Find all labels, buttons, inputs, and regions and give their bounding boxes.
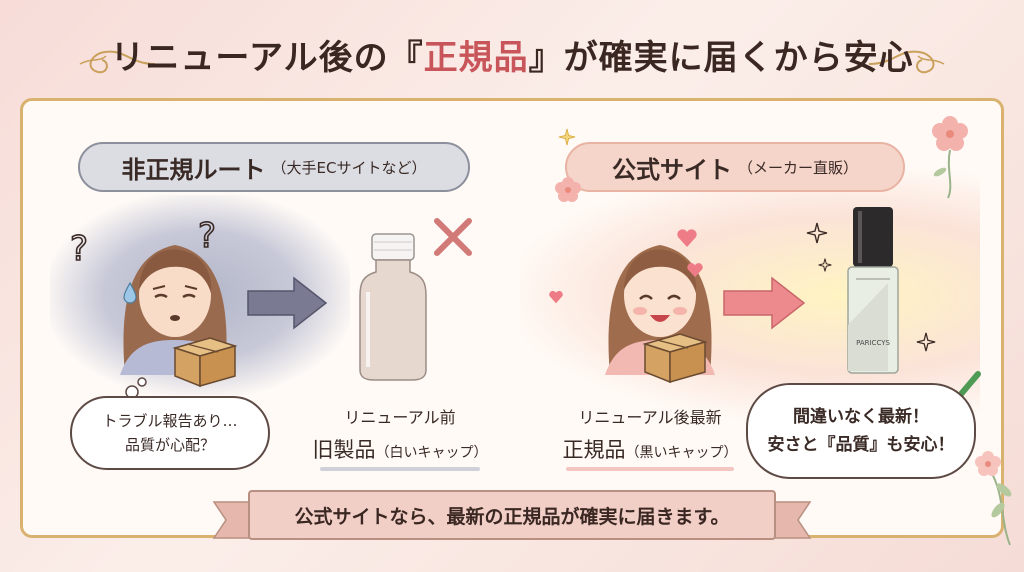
official-site-note: （メーカー直販） — [737, 158, 858, 177]
old-product-underline — [320, 467, 480, 471]
product-brand-label: PARICCYS — [856, 339, 890, 347]
arrow-right-icon — [723, 276, 806, 330]
question-mark-icon: ? — [69, 228, 89, 268]
conclusion-banner-text: 公式サイトなら、最新の正規品が確実に届きます。 — [294, 505, 730, 528]
old-product-caption-line1: リニューアル前 — [344, 408, 456, 427]
right-flourish-icon — [868, 50, 945, 74]
thought-line-2: 品質が心配？ — [124, 436, 215, 454]
reassurance-speech-bubble: 間違いなく最新！ 安さと『品質』も安心！ — [746, 383, 976, 479]
title-after: 』が確実に届くから安心 — [528, 38, 914, 78]
sparkle-icon — [558, 128, 576, 146]
conclusion-banner: 公式サイトなら、最新の正規品が確実に届きます。 — [248, 490, 776, 540]
left-flourish-icon — [79, 50, 156, 74]
thought-bubble-dots — [125, 377, 147, 399]
sparkle-icon — [818, 258, 832, 272]
cardboard-box-icon — [172, 337, 238, 388]
old-product-caption: リニューアル前 旧製品（白いキャップ） — [300, 404, 500, 471]
official-site-heading: 公式サイト （メーカー直販） — [565, 142, 905, 192]
speech-line-1: 間違いなく最新！ — [793, 407, 929, 427]
title-before: リニューアル後の『 — [110, 38, 424, 78]
new-product-caption: リニューアル後最新 正規品（黒いキャップ） — [545, 404, 755, 471]
new-product-caption-line1: リニューアル後最新 — [578, 408, 722, 427]
sparkle-icon — [806, 222, 828, 244]
banner-right-tail — [772, 501, 812, 539]
old-product-caption-note: （白いキャップ） — [375, 445, 488, 461]
heart-icon — [549, 290, 563, 304]
page-title: リニューアル後の『正規品』が確実に届くから安心 — [0, 30, 1024, 79]
sweat-drop-icon — [123, 282, 137, 304]
unofficial-route-label: 非正規ルート — [121, 155, 266, 184]
banner-left-tail — [212, 501, 252, 539]
flower-icon — [932, 116, 968, 199]
flower-icon — [555, 177, 581, 202]
thought-line-1: トラブル報告あり… — [102, 412, 238, 430]
new-product-caption-note: （黒いキャップ） — [625, 445, 738, 461]
title-accent: 正規品 — [423, 38, 529, 78]
new-product-caption-main: 正規品 — [562, 438, 626, 462]
heart-icon — [677, 229, 697, 247]
unofficial-route-note: （大手ECサイトなど） — [271, 158, 427, 177]
old-product-caption-main: 旧製品 — [312, 438, 376, 462]
old-product-caption-main-row: 旧製品（白いキャップ） — [300, 434, 500, 464]
question-mark-icon: ? — [197, 215, 217, 255]
svg-text:?: ? — [70, 229, 88, 268]
speech-line-2: 安さと『品質』も安心！ — [767, 435, 955, 455]
new-product-underline — [566, 467, 734, 471]
new-product-bottle: PARICCYS — [847, 207, 899, 374]
cross-icon — [434, 218, 472, 256]
official-site-label: 公式サイト — [611, 155, 732, 184]
svg-text:?: ? — [198, 216, 216, 255]
new-product-caption-main-row: 正規品（黒いキャップ） — [545, 434, 755, 464]
cardboard-box-icon — [642, 333, 708, 384]
heart-icon — [687, 263, 703, 278]
worry-thought-bubble: トラブル報告あり… 品質が心配？ — [70, 396, 270, 470]
old-product-bottle — [359, 233, 427, 381]
arrow-right-icon — [247, 276, 328, 330]
flower-icon — [975, 451, 1012, 546]
sparkle-icon — [916, 332, 936, 352]
unofficial-route-heading: 非正規ルート （大手ECサイトなど） — [78, 142, 470, 192]
